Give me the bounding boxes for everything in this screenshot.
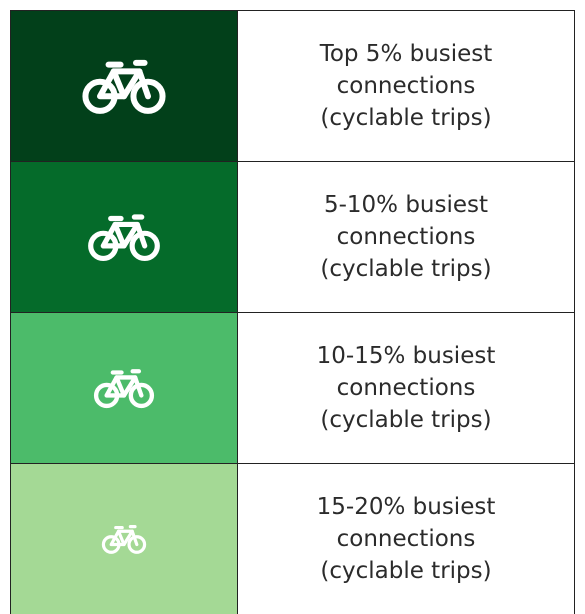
label-line-2: connections <box>336 526 476 552</box>
legend-label-top-5: Top 5% busiest connections (cyclable tri… <box>238 11 574 161</box>
color-swatch-5-10 <box>11 162 238 312</box>
legend-row-10-15: 10-15% busiest connections (cyclable tri… <box>11 313 574 464</box>
label-line-1: Top 5% busiest <box>319 41 493 67</box>
label-line-2: connections <box>336 73 476 99</box>
legend-row-15-20: 15-20% busiest connections (cyclable tri… <box>11 464 574 614</box>
label-line-1: 15-20% busiest <box>316 494 496 520</box>
label-line-2: connections <box>336 224 476 250</box>
bicycle-icon <box>87 211 161 263</box>
label-line-1: 5-10% busiest <box>323 192 489 218</box>
color-swatch-10-15 <box>11 313 238 463</box>
label-line-2: connections <box>336 375 476 401</box>
color-swatch-15-20 <box>11 464 238 614</box>
color-swatch-top-5 <box>11 11 238 161</box>
bicycle-icon <box>101 523 147 555</box>
legend-label-5-10: 5-10% busiest connections (cyclable trip… <box>238 162 574 312</box>
legend-label-10-15: 10-15% busiest connections (cyclable tri… <box>238 313 574 463</box>
legend-row-top-5: Top 5% busiest connections (cyclable tri… <box>11 11 574 162</box>
legend-row-5-10: 5-10% busiest connections (cyclable trip… <box>11 162 574 313</box>
busiest-connections-legend: Top 5% busiest connections (cyclable tri… <box>10 10 575 614</box>
label-line-3: (cyclable trips) <box>320 558 492 584</box>
label-line-1: 10-15% busiest <box>316 343 496 369</box>
bicycle-icon <box>93 366 155 410</box>
bicycle-icon <box>81 56 167 116</box>
label-line-3: (cyclable trips) <box>320 407 492 433</box>
label-line-3: (cyclable trips) <box>320 256 492 282</box>
legend-label-15-20: 15-20% busiest connections (cyclable tri… <box>238 464 574 614</box>
label-line-3: (cyclable trips) <box>320 105 492 131</box>
